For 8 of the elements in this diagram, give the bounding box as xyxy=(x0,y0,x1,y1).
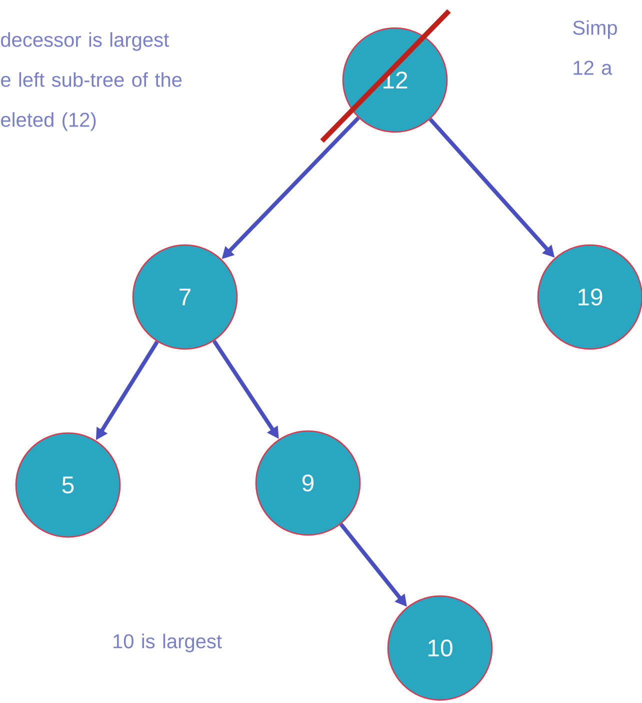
annotation-text: decessor is largest e left sub-tree of the eleted (12) xyxy=(1,32,182,131)
annotation-text: Simp 12 a xyxy=(573,20,617,75)
tree-node: 7 xyxy=(132,244,238,350)
annotation-text: 10 is largest xyxy=(114,634,222,652)
tree-node: 19 xyxy=(537,244,642,350)
tree-node: 9 xyxy=(255,430,361,536)
tree-node: 10 xyxy=(387,595,493,701)
tree-node: 5 xyxy=(15,432,121,538)
